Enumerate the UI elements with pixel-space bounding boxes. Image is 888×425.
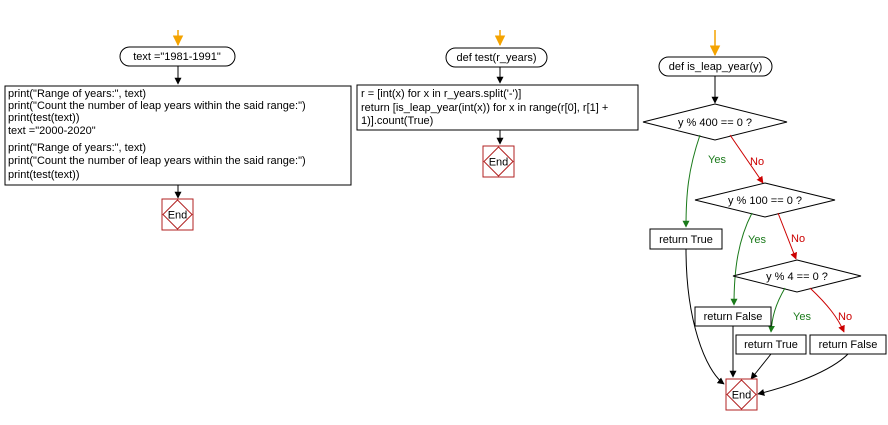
main-end-diamond [162, 199, 193, 230]
main-body-line: print(test(text)) [8, 169, 80, 181]
leap-edge-cond3-no [809, 287, 845, 333]
leap-cond3-node[interactable] [732, 259, 862, 293]
leap-flow: def is_leap_year(y) y % 400 == 0 ? Yes N… [642, 30, 887, 411]
leap-cond2-node[interactable] [694, 182, 836, 218]
leap-cond2-label: y % 100 == 0 ? [728, 195, 802, 207]
test-end-label: End [489, 157, 509, 169]
test-body-line: r = [int(x) for x in r_years.split('-')] [361, 88, 521, 100]
leap-edge-true2-end [750, 353, 772, 380]
main-body-box[interactable] [4, 85, 352, 186]
main-body-line: print(test(text)) [8, 112, 80, 124]
test-body-line: return [is_leap_year(int(x)) for x in ra… [361, 102, 608, 114]
leap-cond3-no-label: No [838, 311, 852, 323]
leap-end-label: End [732, 390, 752, 402]
leap-return-false-2-label: return False [819, 339, 878, 351]
test-body-line: 1)].count(True) [361, 115, 433, 127]
main-body-line: print("Range of years:", text) [8, 88, 146, 100]
leap-cond2-yes-label: Yes [748, 234, 766, 246]
test-start-label: def test(r_years) [456, 52, 536, 64]
leap-cond3-yes-label: Yes [793, 311, 811, 323]
main-flow: text ="1981-1991" print("Range of years:… [4, 30, 352, 231]
test-body-box[interactable] [356, 84, 639, 131]
leap-edge-false2-end [757, 353, 849, 396]
leap-edge-cond1-no [729, 134, 764, 184]
main-body-line: print("Count the number of leap years wi… [8, 100, 306, 112]
leap-return-true-1-label: return True [659, 234, 713, 246]
leap-cond3-label: y % 4 == 0 ? [766, 271, 828, 283]
test-start-node[interactable] [445, 47, 548, 68]
leap-start-label: def is_leap_year(y) [669, 61, 763, 73]
main-body-line: print("Count the number of leap years wi… [8, 155, 306, 167]
leap-cond2-no-label: No [791, 233, 805, 245]
main-start-label: text ="1981-1991" [133, 51, 221, 63]
leap-return-false-1-label: return False [704, 311, 763, 323]
leap-end-diamond [726, 379, 757, 410]
main-body-line: print("Range of years:", text) [8, 142, 146, 154]
leap-edge-cond2-yes [730, 212, 753, 306]
leap-cond1-label: y % 400 == 0 ? [678, 117, 752, 129]
leap-edge-true1-end [685, 248, 725, 385]
leap-cond1-yes-label: Yes [708, 154, 726, 166]
leap-return-true-2-label: return True [744, 339, 798, 351]
leap-edge-cond2-no [777, 212, 797, 260]
main-end-label: End [168, 210, 188, 222]
test-end-diamond [483, 146, 514, 177]
leap-edge-cond1-yes [682, 134, 701, 228]
leap-cond1-node[interactable] [642, 103, 788, 141]
leap-edge-cond3-yes [767, 287, 786, 333]
test-flow: def test(r_years) r = [int(x) for x in r… [356, 30, 639, 178]
leap-cond1-no-label: No [750, 156, 764, 168]
main-body-line: text ="2000-2020" [8, 125, 96, 137]
